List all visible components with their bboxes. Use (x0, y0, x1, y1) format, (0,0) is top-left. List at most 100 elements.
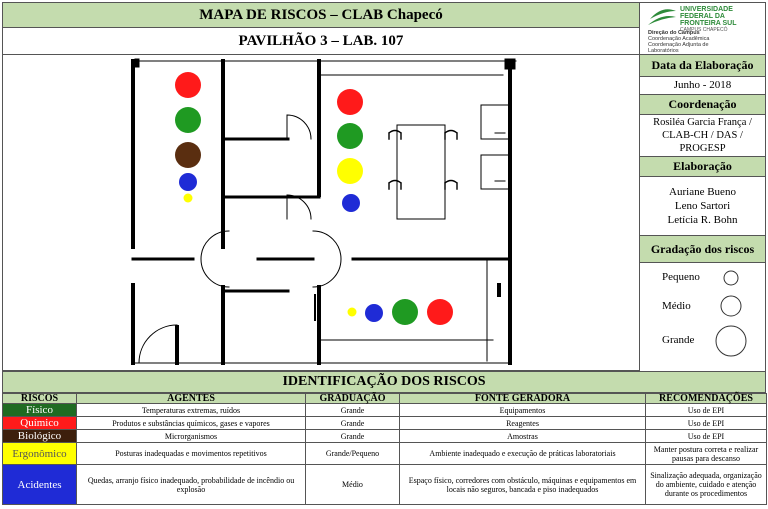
logo-graphic (648, 9, 676, 25)
logo-campus: CAMPUS CHAPECÓ (680, 27, 728, 33)
risk-circle-ergonomico (337, 158, 363, 184)
cell-rec: Uso de EPI (645, 403, 767, 417)
grad-label: Gradação dos riscos (640, 236, 766, 263)
table-title: IDENTIFICAÇÃO DOS RISCOS (2, 371, 766, 393)
risk-circle-acidentes (342, 194, 360, 212)
cell-rec: Manter postura correta e realizar pausas… (645, 442, 767, 465)
logo-line2: FEDERAL DA (680, 13, 725, 20)
th-riscos: RISCOS (2, 393, 77, 404)
coord-label: Coordenação (640, 95, 766, 115)
grad-medium-label: Médio (662, 300, 691, 312)
risk-circle-quimico (337, 89, 363, 115)
table-header-row: RISCOS AGENTES GRADUAÇÃO FONTE GERADORA … (2, 393, 767, 404)
grad-large-label: Grande (662, 334, 695, 346)
cell-grad: Grande (305, 429, 400, 443)
cell-grad: Grande (305, 416, 400, 430)
risk-circle-fisico (337, 123, 363, 149)
risk-circle-quimico (175, 72, 201, 98)
cell-agente: Temperaturas extremas, ruídos (76, 403, 306, 417)
table-row: Químico Produtos e substâncias químicos,… (2, 416, 767, 430)
floor-plan (131, 58, 517, 365)
th-recomendacoes: RECOMENDAÇÕES (645, 393, 767, 404)
risk-circle-fisico (175, 107, 201, 133)
elab-name: Leno Sartori (674, 200, 731, 212)
cell-grad: Grande/Pequeno (305, 442, 400, 465)
logo-line3: FRONTEIRA SUL (680, 20, 737, 27)
chair-icon (388, 129, 402, 140)
floor-plan-area (2, 55, 640, 371)
cell-grad: Médio (305, 464, 400, 505)
logo-dept2: Coordenação Acadêmica (648, 36, 710, 42)
risk-circle-biologico (175, 142, 201, 168)
chair-icon (444, 179, 458, 190)
risk-circle-quimico (427, 299, 453, 325)
lab-bench (396, 124, 446, 220)
risk-biologico: Biológico (2, 429, 77, 443)
leaf-emblem-icon (648, 9, 676, 25)
university-logo: UNIVERSIDADE FEDERAL DA FRONTEIRA SUL CA… (640, 2, 766, 55)
coord-line3: PROGESP (679, 143, 726, 154)
cell-rec: Sinalização adequada, organização do amb… (645, 464, 767, 505)
risk-fisico: Físico (2, 403, 77, 417)
chair-icon (444, 129, 458, 140)
door (286, 114, 312, 140)
logo-dept4: Laboratórios (648, 48, 679, 54)
risk-circle-ergonomico (347, 307, 357, 317)
logo-dept3: Coordenação Adjunta de (648, 42, 709, 48)
door (312, 258, 342, 288)
date-value: Junho - 2018 (640, 77, 766, 95)
table-row: Ergonômico Posturas inadequadas e movime… (2, 442, 767, 465)
risk-circle-fisico (392, 299, 418, 325)
grad-circles (715, 270, 747, 357)
risk-acidentes: Acidentes (2, 464, 77, 505)
elab-names: Auriane Bueno Leno Sartori Letícia R. Bo… (640, 177, 766, 236)
elab-name: Auriane Bueno (669, 186, 736, 198)
th-agentes: AGENTES (76, 393, 306, 404)
cell-fonte: Ambiente inadequado e execução de prátic… (399, 442, 646, 465)
page-title: MAPA DE RISCOS – CLAB Chapecó (2, 2, 640, 28)
chair-icon (388, 179, 402, 190)
risk-table: RISCOS AGENTES GRADUAÇÃO FONTE GERADORA … (2, 393, 767, 505)
door (138, 324, 178, 364)
grad-small-label: Pequeno (662, 271, 700, 283)
th-fonte: FONTE GERADORA (399, 393, 646, 404)
page-subtitle: PAVILHÃO 3 – LAB. 107 (2, 28, 640, 55)
door (200, 230, 230, 260)
cell-fonte: Espaço físico, corredores com obstáculo,… (399, 464, 646, 505)
elab-name: Letícia R. Bohn (667, 214, 738, 226)
logo-line1: UNIVERSIDADE (680, 6, 733, 13)
grad-small-circle (723, 270, 739, 286)
th-graduacao: GRADUAÇÃO (305, 393, 400, 404)
grad-legend: Pequeno Médio Grande (640, 263, 766, 371)
coord-line1: Rosiléa Garcia França / (653, 117, 752, 128)
risk-circle-acidentes (179, 173, 197, 191)
cell-rec: Uso de EPI (645, 416, 767, 430)
grad-large-circle (715, 325, 747, 357)
table-row: Físico Temperaturas extremas, ruídos Gra… (2, 403, 767, 417)
logo-dept1: Direção do Campus (648, 30, 700, 36)
cell-agente: Quedas, arranjo físico inadequado, proba… (76, 464, 306, 505)
risk-circle-ergonomico (183, 193, 193, 203)
cell-fonte: Equipamentos (399, 403, 646, 417)
cell-fonte: Amostras (399, 429, 646, 443)
risk-ergonomico: Ergonômico (2, 442, 77, 465)
coord-line2: CLAB-CH / DAS / (662, 130, 743, 141)
cell-agente: Posturas inadequadas e movimentos repeti… (76, 442, 306, 465)
elab-label: Elaboração (640, 157, 766, 177)
cabinet (480, 154, 510, 190)
column (504, 58, 516, 70)
door (312, 230, 342, 260)
door (200, 258, 230, 288)
cell-grad: Grande (305, 403, 400, 417)
table-row: Acidentes Quedas, arranjo físico inadequ… (2, 464, 767, 505)
coord-value: Rosiléa Garcia França / CLAB-CH / DAS / … (640, 115, 766, 157)
risk-quimico: Químico (2, 416, 77, 430)
cell-rec: Uso de EPI (645, 429, 767, 443)
risk-circle-acidentes (365, 304, 383, 322)
cell-fonte: Reagentes (399, 416, 646, 430)
grad-medium-circle (720, 295, 742, 317)
cell-agente: Microrganismos (76, 429, 306, 443)
cabinet (480, 104, 510, 140)
date-label: Data da Elaboração (640, 55, 766, 77)
table-row: Biológico Microrganismos Grande Amostras… (2, 429, 767, 443)
